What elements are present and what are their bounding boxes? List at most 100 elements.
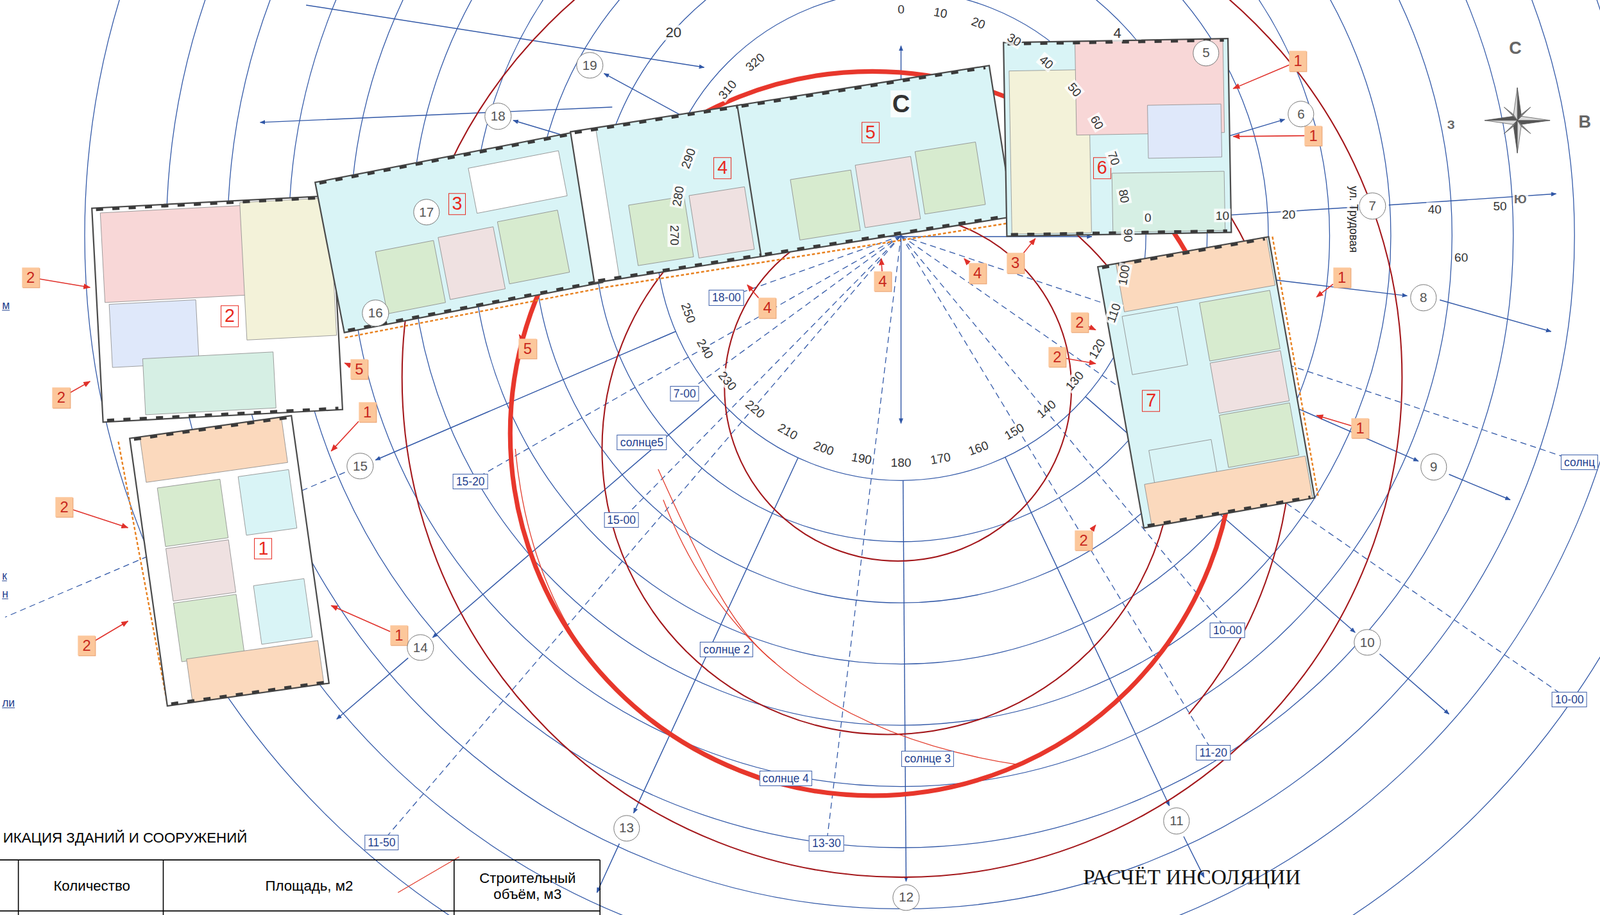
callout-number: 2 — [1075, 530, 1093, 551]
axis-number: 5 — [1202, 45, 1210, 61]
time-tag: 10-00 — [1209, 622, 1246, 639]
leader-arrow — [747, 284, 759, 298]
degree-label: 130 — [1061, 368, 1087, 395]
callout-text: 4 — [762, 299, 772, 317]
time-text: 15-20 — [456, 475, 486, 489]
radial-ray — [1388, 193, 1557, 205]
callout-number: 1 — [390, 625, 408, 646]
compass-letter: С — [1507, 39, 1524, 59]
callout-number: 1 — [1304, 125, 1322, 146]
grid-circle — [227, 0, 1575, 910]
scale-label: 0 — [1143, 210, 1153, 224]
callout-text: 1 — [394, 626, 403, 645]
axis-number: 13 — [619, 821, 634, 837]
room-area — [1209, 350, 1289, 414]
time-text: 10-00 — [1213, 624, 1243, 638]
time-text: солнце 4 — [762, 772, 809, 786]
axis-number: 7 — [1369, 198, 1377, 214]
sun-ray — [900, 235, 1570, 700]
room-area — [570, 127, 621, 283]
time-text: 7-00 — [673, 387, 697, 401]
building-number: 2 — [220, 305, 239, 327]
callout-text: 2 — [82, 637, 92, 655]
grid-circle — [472, 0, 1330, 665]
room-area — [790, 170, 861, 240]
callout-number: 4 — [968, 263, 987, 284]
building-outline — [127, 413, 332, 709]
callout-text: 5 — [523, 340, 532, 358]
leader-arrow — [73, 510, 129, 528]
callout-number: 1 — [1351, 418, 1370, 439]
time-text: 13-30 — [812, 837, 842, 851]
sun-path — [515, 449, 776, 786]
building-outline — [89, 193, 345, 425]
room-area — [855, 156, 922, 228]
shadow-arc — [724, 214, 1072, 562]
grid-axis-bubble: 12 — [893, 884, 920, 911]
building-fill — [1003, 39, 1232, 237]
table-rule — [0, 859, 600, 861]
degree-label: 160 — [965, 438, 992, 459]
building-fill — [1097, 236, 1315, 528]
grid-axis-bubble: 6 — [1287, 100, 1314, 128]
time-tag: 7-00 — [670, 386, 700, 402]
compass-star — [1503, 107, 1518, 121]
room-area — [166, 540, 237, 602]
room-area — [173, 594, 245, 663]
window-marks — [319, 134, 599, 331]
compass-letter: З — [1446, 118, 1457, 132]
building-wall — [1003, 39, 1232, 237]
leader-arrow — [1233, 64, 1289, 89]
window-marks — [1102, 239, 1311, 527]
callout-text: 4 — [973, 264, 982, 283]
room-area — [238, 470, 298, 536]
table-rule — [599, 860, 601, 915]
table-cell: Количество — [53, 878, 131, 895]
axis-number: 19 — [582, 57, 598, 74]
leader-arrow — [344, 363, 351, 366]
scale-label: 40 — [1426, 202, 1443, 217]
building-wall — [1097, 236, 1315, 528]
axis-number: 10 — [1360, 635, 1375, 651]
building-number: 5 — [861, 121, 880, 144]
window-marks — [574, 107, 762, 281]
street-name: ул. Трудовая — [1346, 184, 1359, 255]
compass-letter: В — [1576, 112, 1593, 133]
axis-number: 20 — [663, 25, 683, 41]
building-outline — [1001, 36, 1234, 239]
grid-circle — [350, 0, 1453, 788]
leader-arrow — [964, 258, 969, 264]
building-fill — [130, 415, 330, 707]
room-area — [1122, 306, 1188, 375]
building-block: 4 — [568, 102, 768, 285]
insolation-circle — [510, 71, 1235, 797]
compass-star — [1503, 120, 1518, 135]
callout-text: 2 — [57, 389, 66, 407]
grid-axis-bubble: 8 — [1410, 284, 1437, 312]
degree-label: 220 — [742, 396, 769, 422]
table-rule — [162, 860, 165, 915]
cut-link: к — [1, 570, 8, 583]
callout-number: 3 — [1006, 253, 1024, 274]
callout-text: 2 — [26, 268, 35, 287]
callout-text: 1 — [1337, 268, 1346, 287]
room-area — [497, 210, 570, 285]
time-tag: солнц — [1560, 454, 1599, 470]
room-area — [628, 196, 694, 266]
sun-ray — [381, 235, 902, 843]
room-area — [375, 240, 446, 314]
grid-axis-bubble: 15 — [347, 452, 374, 480]
shadow-arc — [402, 0, 1403, 878]
callout-number: 5 — [519, 338, 537, 359]
table-rule — [0, 910, 600, 913]
callout-number: 1 — [1289, 51, 1307, 72]
time-tag: 15-20 — [452, 474, 489, 490]
degree-label: 200 — [810, 438, 837, 459]
degree-label: 250 — [678, 300, 699, 327]
time-tag: солнце 3 — [901, 751, 954, 767]
grid-axis-bubble: 11 — [1163, 808, 1190, 835]
compass-star — [1517, 120, 1531, 135]
degree-label: 230 — [714, 368, 740, 395]
axis-number: 18 — [490, 108, 506, 124]
